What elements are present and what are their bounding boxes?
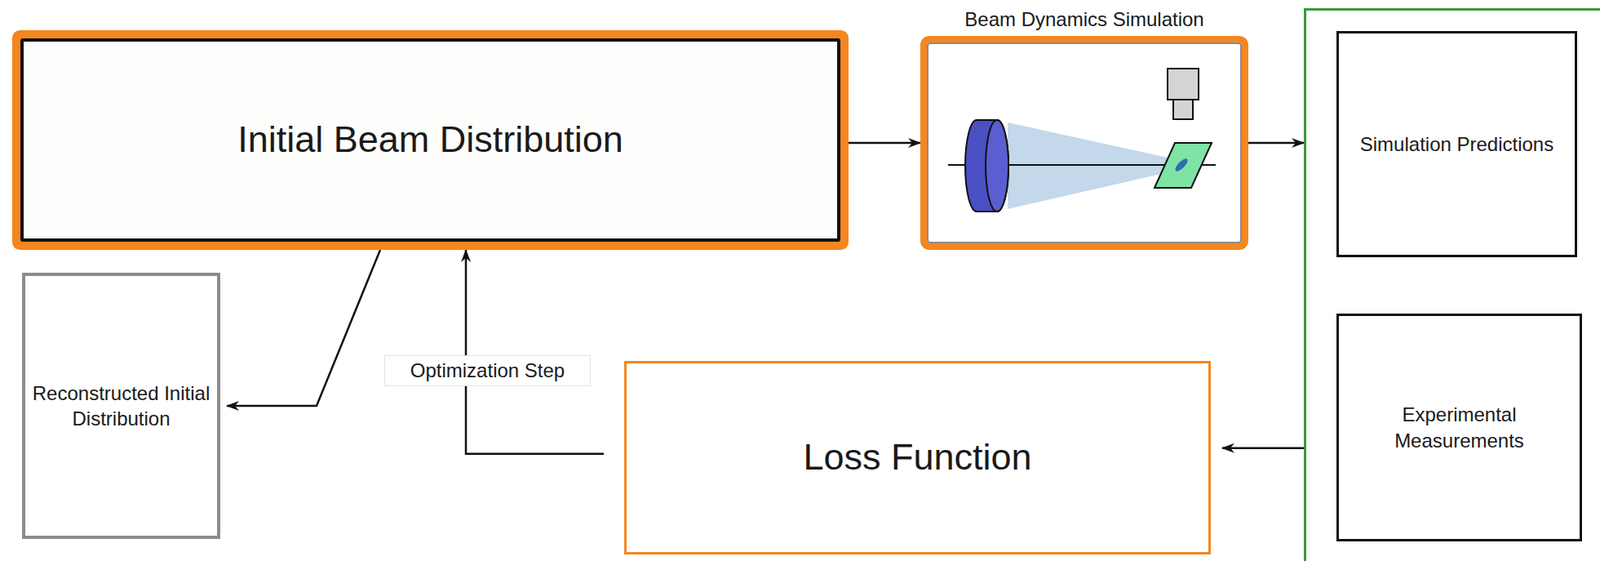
output-box: Reconstructed Initial Distribution bbox=[22, 272, 221, 539]
node-label: Experimental Measurements bbox=[1345, 401, 1574, 453]
flow-arrow bbox=[1248, 141, 1304, 145]
loss-box: Loss Function bbox=[624, 360, 1211, 555]
flow-arrow bbox=[226, 249, 381, 406]
node-label: Loss Function bbox=[802, 433, 1032, 482]
lens-face bbox=[985, 119, 1009, 212]
camera-lens bbox=[1173, 99, 1193, 120]
flow-arrow bbox=[848, 141, 921, 145]
data-box: Experimental Measurements bbox=[1336, 313, 1583, 541]
beam-axis-in bbox=[948, 163, 966, 166]
data-box: Simulation Predictions bbox=[1336, 31, 1578, 258]
camera-body bbox=[1167, 68, 1199, 100]
comparison-group: Simulation PredictionsExperimental Measu… bbox=[1303, 8, 1600, 561]
flow-arrow bbox=[1222, 446, 1304, 449]
quadrupole-lens bbox=[965, 119, 1009, 212]
beam-envelope bbox=[1007, 122, 1179, 209]
node-label: Reconstructed Initial Distribution bbox=[31, 380, 211, 431]
node-label: Simulation Predictions bbox=[1360, 131, 1554, 157]
beam-axis-inner bbox=[1007, 163, 1179, 166]
node-label: Initial Beam Distribution bbox=[237, 115, 624, 164]
edge-label: Optimization Step bbox=[384, 354, 591, 386]
process-box: Initial Beam Distribution bbox=[20, 38, 841, 242]
beam-spot bbox=[1173, 156, 1190, 173]
flow-arrow bbox=[465, 249, 604, 454]
simulation-box: Beam Dynamics Simulation bbox=[926, 42, 1242, 244]
node-heading: Beam Dynamics Simulation bbox=[895, 6, 1273, 32]
screen bbox=[1154, 142, 1212, 188]
